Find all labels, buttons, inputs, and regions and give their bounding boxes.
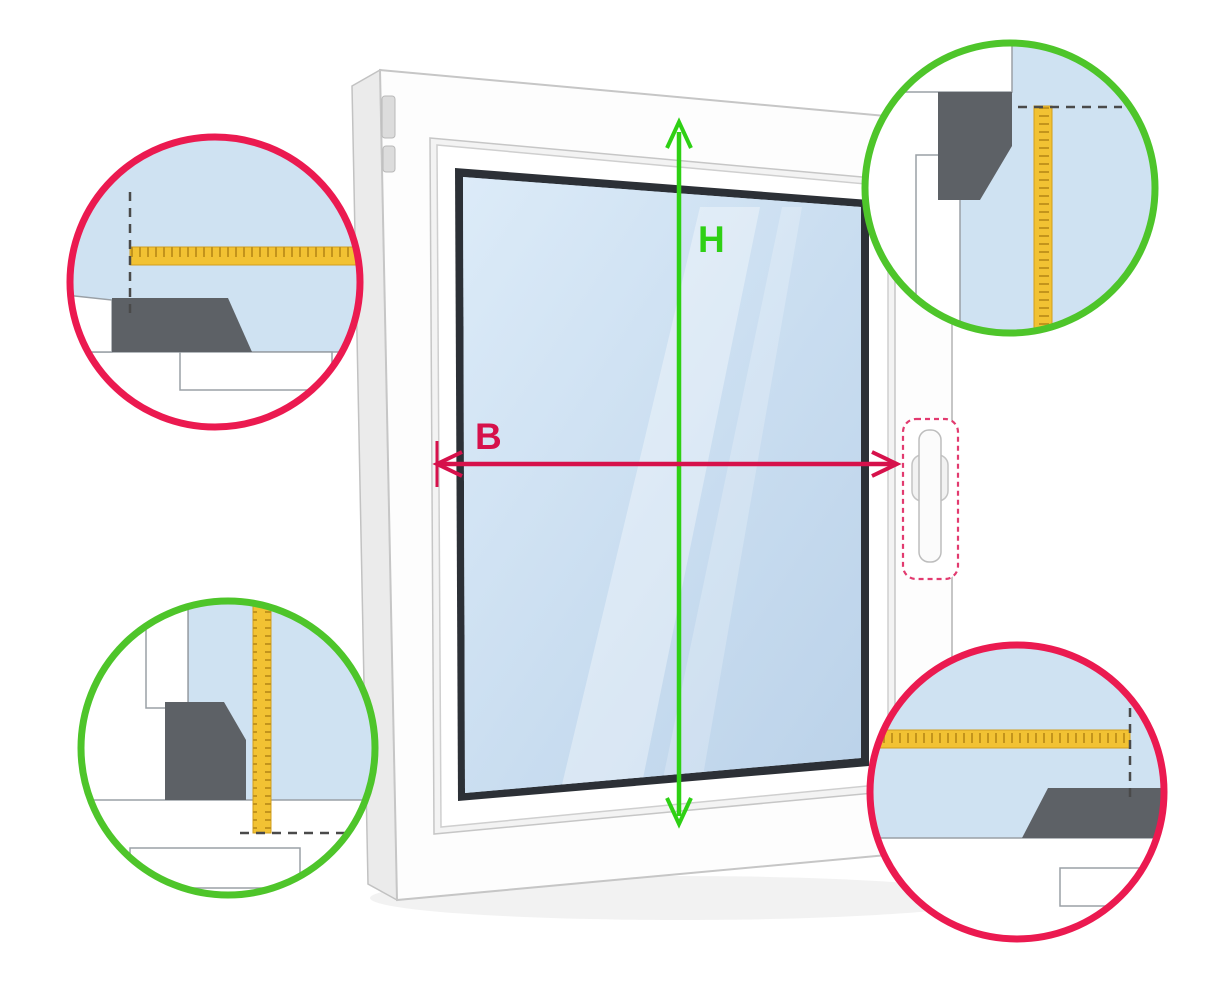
width-arrow-head-right-icon xyxy=(871,450,902,478)
callout-bottom-right xyxy=(866,641,1168,943)
callout-top-left-border xyxy=(66,133,364,431)
callout-bottom-left xyxy=(77,597,379,899)
handle-lever xyxy=(918,429,942,563)
window xyxy=(351,68,953,902)
glass xyxy=(463,177,861,793)
callout-bottom-left-border xyxy=(77,597,379,899)
width-arrow-head-left-icon xyxy=(432,450,463,478)
hinge-cap-icon xyxy=(382,145,396,173)
sill-profile-step xyxy=(129,847,301,889)
tape-ticks xyxy=(872,730,1130,748)
width-label: B xyxy=(475,416,502,457)
height-arrow-head-bottom-icon xyxy=(665,797,693,829)
tape-ticks xyxy=(253,601,271,833)
frame-profile-dark xyxy=(1022,788,1164,838)
height-label: H xyxy=(698,219,725,260)
height-dimension: H xyxy=(665,117,725,829)
frame-profile-dark xyxy=(112,298,252,352)
window-handle-group xyxy=(901,417,960,581)
callout-top-right-border xyxy=(861,39,1159,337)
glass-reflections xyxy=(560,207,802,793)
frame-profile-dark xyxy=(165,702,246,800)
tape-ticks xyxy=(130,247,360,265)
callout-bottom-right-border xyxy=(866,641,1168,943)
callout-top-right xyxy=(861,39,1159,337)
callout-top-left xyxy=(66,133,364,431)
frame-profile-step xyxy=(179,351,333,391)
tape-ticks xyxy=(1034,106,1052,333)
callout-top-right-content xyxy=(865,43,1155,333)
callout-top-left-content xyxy=(70,137,360,427)
frame-profile-dark xyxy=(938,92,1012,200)
width-dimension: B xyxy=(432,416,902,487)
height-arrow-head-top-icon xyxy=(665,117,693,149)
hinge-icon xyxy=(381,95,396,139)
